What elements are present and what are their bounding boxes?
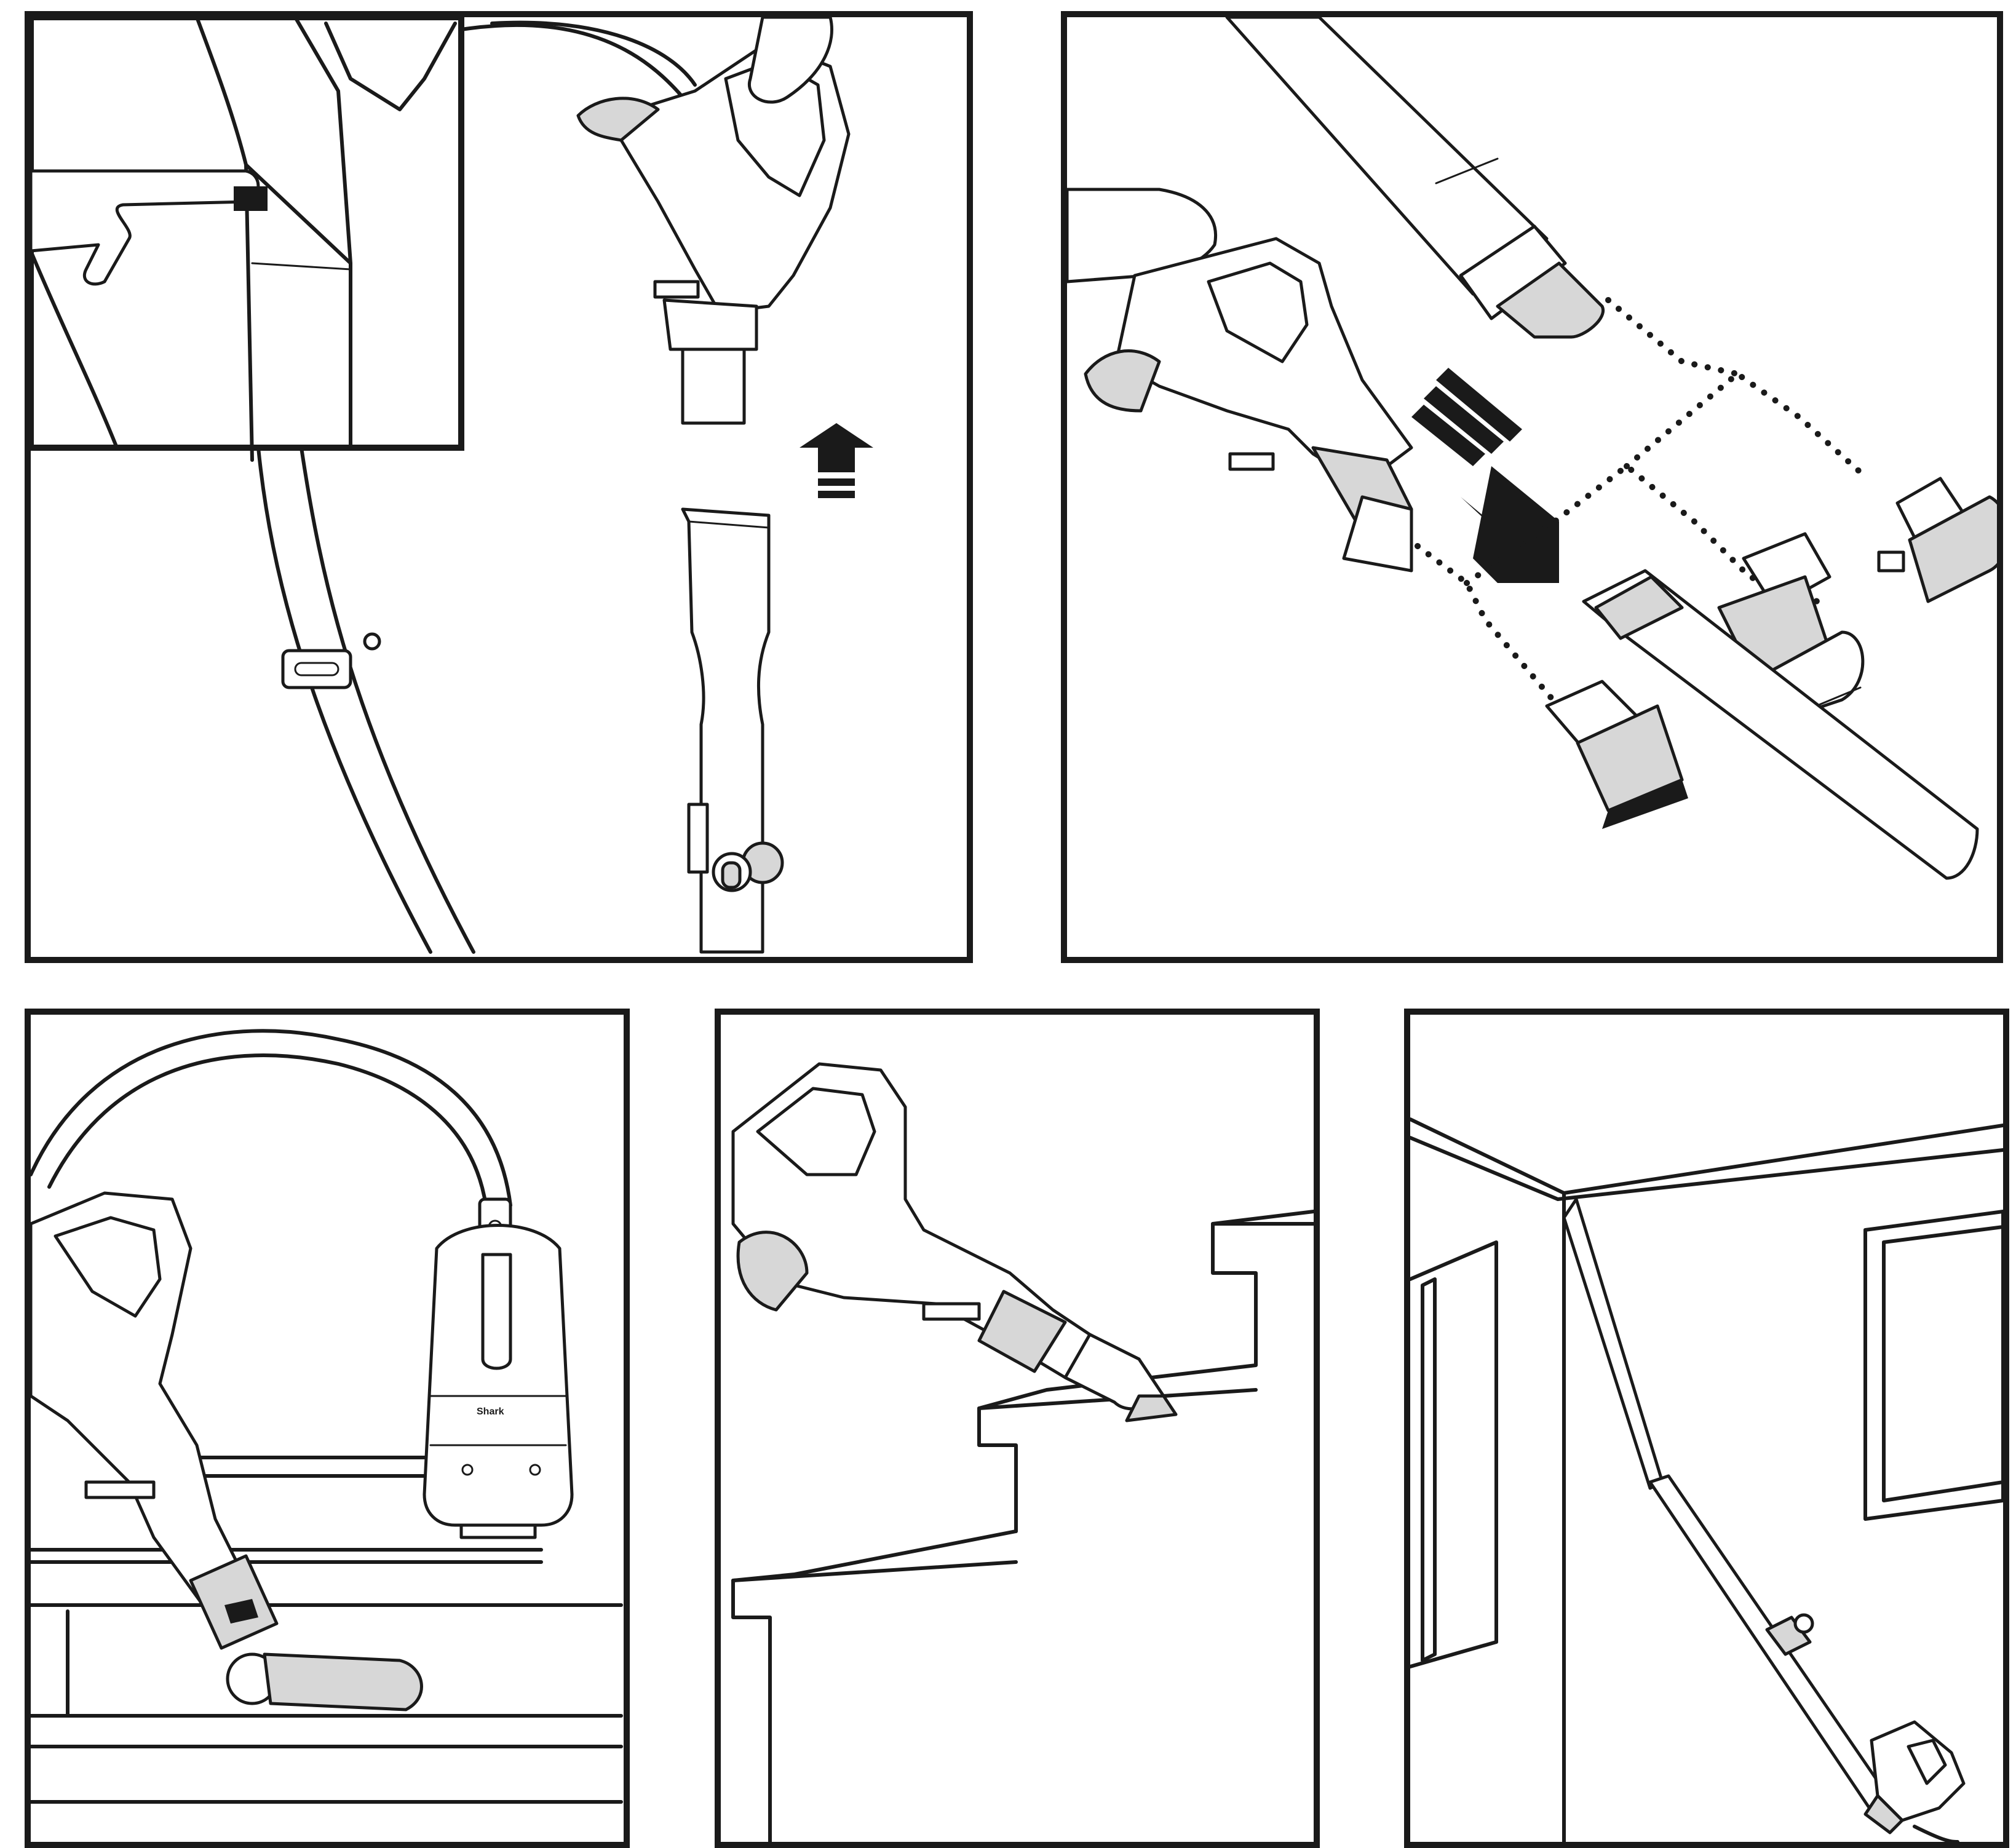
panel-stairs-step-cleaning xyxy=(715,1009,1320,1848)
dusting-brush xyxy=(1545,680,1688,829)
handle xyxy=(1067,188,1413,573)
handle xyxy=(31,1191,248,1607)
panel-remove-crevice-tool xyxy=(25,11,973,963)
turbo-brush xyxy=(189,1554,423,1711)
canister-vacuum: Shark xyxy=(423,1197,574,1539)
crevice-tool xyxy=(681,507,784,954)
handle xyxy=(1863,1720,1966,1834)
inset-detail-box xyxy=(31,17,464,462)
down-right-arrow-icon xyxy=(1411,368,1559,583)
panel-stairs-turbo-brush: Shark xyxy=(25,1009,630,1848)
wand-clip xyxy=(281,632,381,689)
power-button-icon xyxy=(461,1464,474,1476)
panel-attach-accessories xyxy=(1061,11,2003,963)
brand-label: Shark xyxy=(477,1406,504,1417)
extension-wand xyxy=(1582,569,1979,880)
wand xyxy=(1225,17,1605,339)
ceiling-cleaning-illustration xyxy=(1410,1117,2003,1842)
handle xyxy=(731,1062,1178,1422)
room xyxy=(1410,1117,2003,1842)
accessories-illustration xyxy=(1067,17,1997,880)
stairs-turbo-illustration: Shark xyxy=(31,1029,623,1804)
crevice-removal-illustration xyxy=(31,17,873,954)
mode-button-icon xyxy=(529,1464,541,1476)
stairs xyxy=(731,1210,1314,1842)
step-cleaning-illustration xyxy=(731,1062,1314,1842)
panel-ceiling-cleaning xyxy=(1404,1009,2009,1848)
upholstery-tool xyxy=(1877,477,1997,603)
extension-wand xyxy=(1562,1197,1898,1822)
up-arrow-icon xyxy=(800,423,873,498)
handle xyxy=(576,17,851,425)
